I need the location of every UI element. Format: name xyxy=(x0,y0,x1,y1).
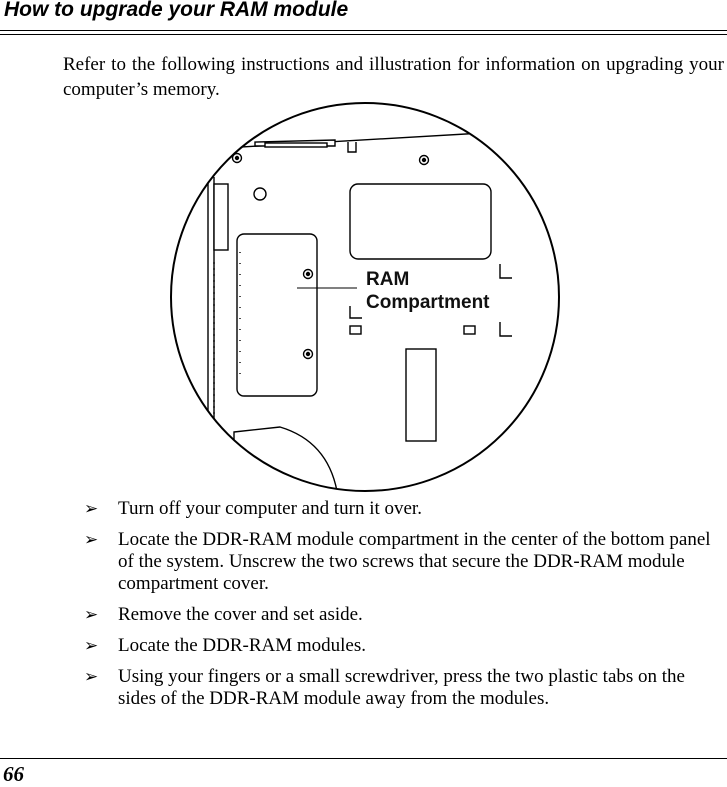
arrowhead-bullet-icon: ➢ xyxy=(84,499,99,519)
footer-rule xyxy=(0,758,727,759)
step-text: Locate the DDR-RAM modules. xyxy=(118,635,367,656)
ram-label-line1: RAM xyxy=(366,269,409,290)
arrowhead-bullet-icon: ➢ xyxy=(84,530,99,550)
page-header: How to upgrade your RAM module xyxy=(0,0,727,36)
ram-compartment-illustration: RAM Compartment xyxy=(170,102,560,492)
ram-label-line2: Compartment xyxy=(366,292,490,313)
page-number: 66 xyxy=(3,762,24,786)
instruction-list: ➢ Turn off your computer and turn it ove… xyxy=(84,498,724,719)
intro-paragraph: Refer to the following instructions and … xyxy=(63,54,724,100)
list-item: ➢ Remove the cover and set aside. xyxy=(84,604,724,626)
list-item: ➢ Using your fingers or a small screwdri… xyxy=(84,666,724,710)
laptop-bottom-panel-image: RAM Compartment xyxy=(170,102,560,492)
arrowhead-bullet-icon: ➢ xyxy=(84,636,99,656)
step-text: Remove the cover and set aside. xyxy=(118,604,363,625)
page-footer: 66 xyxy=(0,758,727,786)
list-item: ➢ Locate the DDR-RAM module compartment … xyxy=(84,529,724,595)
list-item: ➢ Locate the DDR-RAM modules. xyxy=(84,635,724,657)
arrowhead-bullet-icon: ➢ xyxy=(84,667,99,687)
header-rule-bottom xyxy=(0,34,727,35)
page-title: How to upgrade your RAM module xyxy=(4,0,349,21)
step-text: Locate the DDR-RAM module compartment in… xyxy=(118,529,711,594)
header-rule-top xyxy=(0,30,727,31)
step-text: Using your fingers or a small screwdrive… xyxy=(118,666,685,709)
arrowhead-bullet-icon: ➢ xyxy=(84,605,99,625)
step-text: Turn off your computer and turn it over. xyxy=(118,498,422,519)
list-item: ➢ Turn off your computer and turn it ove… xyxy=(84,498,724,520)
